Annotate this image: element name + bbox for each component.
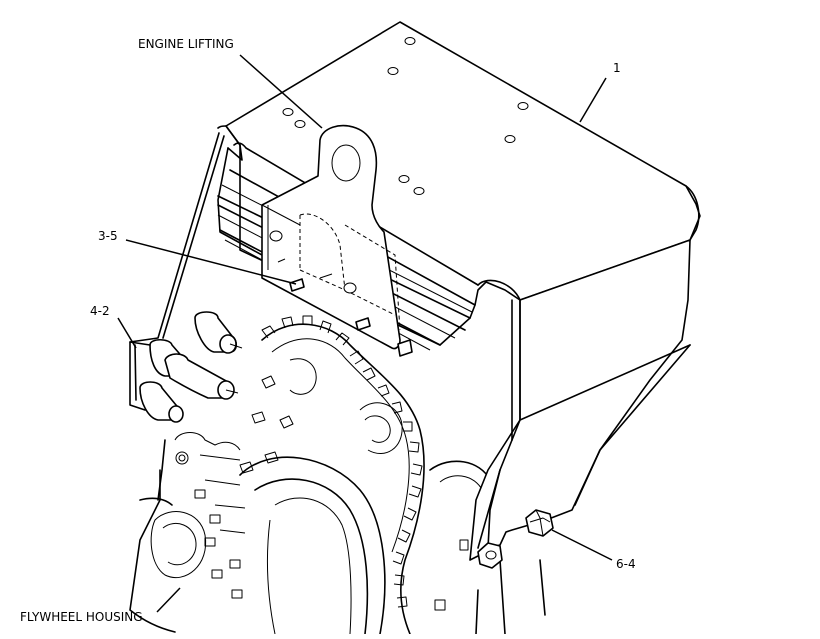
label-part-3-5: 3-5: [98, 229, 118, 243]
leader-part-6-4: [551, 529, 613, 561]
leader-engine-lifting: [239, 54, 323, 129]
leader-flywheel-housing: [156, 587, 181, 613]
label-part-6-4: 6-4: [616, 557, 636, 571]
label-flywheel-housing: FLYWHEEL HOUSING: [20, 610, 143, 624]
left-support-bracket: [129, 125, 243, 411]
cap-screw: [525, 509, 554, 537]
gear-teeth: [261, 315, 423, 608]
cover-bolt-holes: [282, 37, 529, 195]
leader-part-1: [579, 77, 607, 123]
front-guard-cover: [217, 21, 701, 569]
label-part-1: 1: [613, 61, 621, 75]
engine-lifting-bracket: [261, 124, 413, 357]
leader-part-4-2: [117, 317, 137, 349]
label-part-4-2: 4-2: [90, 304, 110, 318]
leader-lines: [117, 54, 613, 613]
flywheel-housing-drawing: [129, 315, 546, 635]
leader-part-3-5: [125, 239, 297, 285]
mounting-studs: [139, 311, 243, 423]
label-engine-lifting: ENGINE LIFTING: [138, 37, 234, 51]
